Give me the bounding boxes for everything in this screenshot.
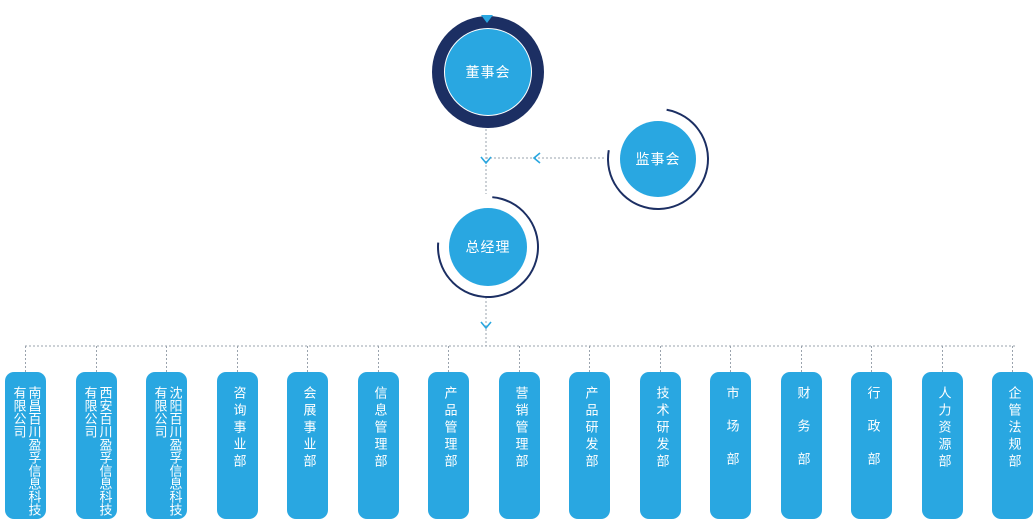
- department-box[interactable]: 技术研发部: [640, 372, 681, 519]
- gm-label: 总经理: [465, 240, 511, 256]
- department-box[interactable]: 产品研发部: [569, 372, 610, 519]
- department-box[interactable]: 行政部: [851, 372, 892, 519]
- board-arrow-icon: [480, 156, 492, 165]
- department-box[interactable]: 咨询事业部: [217, 372, 258, 519]
- supervisors-label: 监事会: [635, 152, 681, 168]
- department-box[interactable]: 沈阳百川盈孚信息科技有限公司: [146, 372, 187, 519]
- board-marker-icon: [481, 15, 493, 23]
- gm-arrow-icon: [480, 321, 492, 330]
- department-label: 市场部: [723, 386, 739, 485]
- department-label: 财务部: [794, 386, 810, 485]
- department-box[interactable]: 信息管理部: [358, 372, 399, 519]
- supervisors-arrow-icon: [532, 152, 541, 164]
- department-label: 咨询事业部: [230, 386, 246, 471]
- department-label: 信息管理部: [371, 386, 387, 471]
- department-box[interactable]: 西安百川盈孚信息科技有限公司: [76, 372, 117, 519]
- department-box[interactable]: 财务部: [781, 372, 822, 519]
- department-box[interactable]: 产品管理部: [428, 372, 469, 519]
- department-label: 产品管理部: [441, 386, 457, 471]
- department-box[interactable]: 企管法规部: [992, 372, 1033, 519]
- department-label: 会展事业部: [300, 386, 316, 471]
- department-label: 行政部: [864, 386, 880, 485]
- department-label: 营销管理部: [512, 386, 528, 471]
- department-label: 企管法规部: [1005, 386, 1021, 471]
- department-box[interactable]: 市场部: [710, 372, 751, 519]
- department-label: 产品研发部: [582, 386, 598, 471]
- department-label: 沈阳百川盈孚信息科技有限公司: [151, 386, 182, 516]
- department-label: 西安百川盈孚信息科技有限公司: [81, 386, 112, 516]
- department-box[interactable]: 会展事业部: [287, 372, 328, 519]
- department-box[interactable]: 营销管理部: [499, 372, 540, 519]
- department-label: 技术研发部: [653, 386, 669, 471]
- gm-node[interactable]: 总经理: [449, 208, 527, 286]
- board-label: 董事会: [465, 65, 511, 81]
- department-label: 南昌百川盈孚信息科技有限公司: [10, 386, 41, 516]
- department-box[interactable]: 人力资源部: [922, 372, 963, 519]
- department-box[interactable]: 南昌百川盈孚信息科技有限公司: [5, 372, 46, 519]
- department-label: 人力资源部: [935, 386, 951, 471]
- supervisors-node[interactable]: 监事会: [620, 121, 696, 197]
- board-node[interactable]: 董事会: [445, 29, 531, 115]
